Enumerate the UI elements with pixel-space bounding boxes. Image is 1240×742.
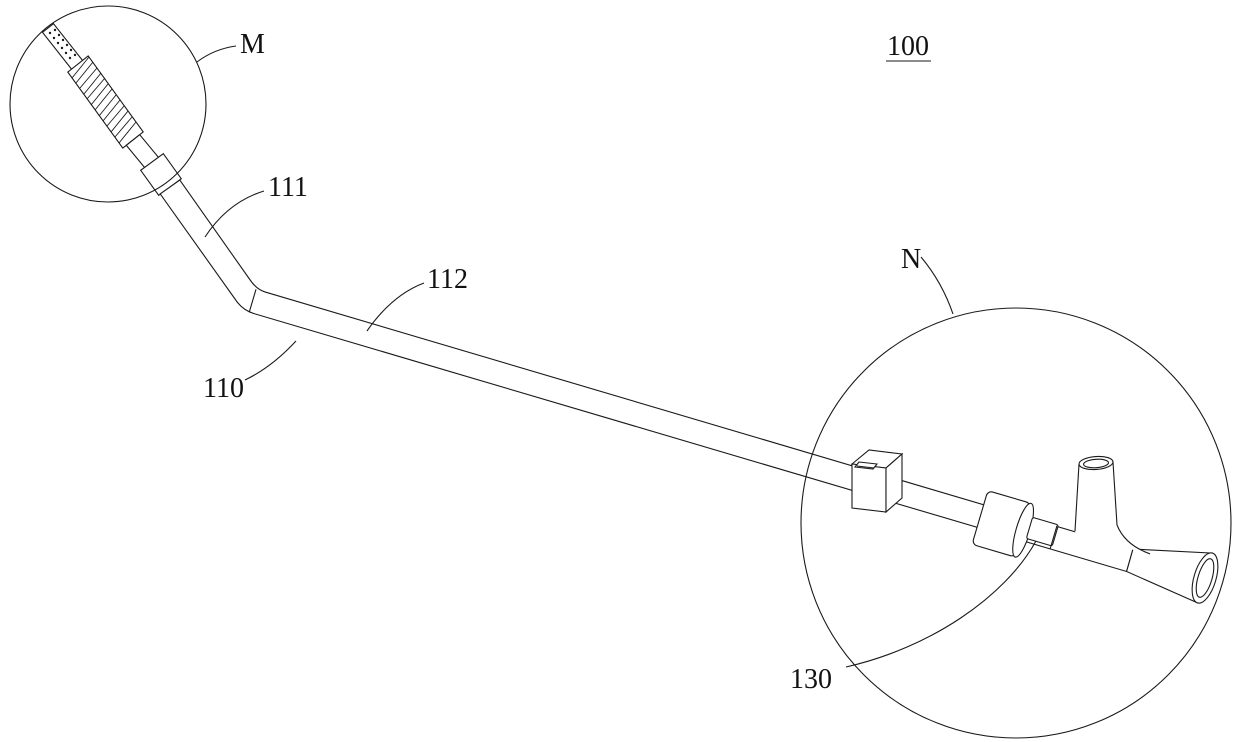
leader-line-110 bbox=[244, 340, 297, 381]
inner-tube-130 bbox=[1026, 517, 1059, 547]
side-port-body bbox=[1075, 462, 1150, 554]
side-port-opening-inner bbox=[1083, 458, 1110, 469]
tip-rod-dots bbox=[48, 28, 77, 60]
leader-line-m bbox=[196, 45, 237, 63]
figure-number: 100 bbox=[887, 31, 929, 62]
leader-line-130 bbox=[845, 540, 1037, 668]
tip-rod bbox=[41, 22, 85, 72]
label-part-111: 111 bbox=[268, 172, 308, 203]
tube-joint-line bbox=[1049, 525, 1058, 549]
side-port-branch-edge bbox=[1112, 461, 1151, 555]
clamp-slot-depth-line bbox=[856, 465, 875, 469]
clamp-box-side bbox=[885, 452, 903, 514]
grip-hatch-lines bbox=[71, 56, 137, 144]
label-part-110: 110 bbox=[203, 373, 244, 404]
grip-hatched bbox=[67, 55, 144, 149]
leader-line-n bbox=[920, 256, 954, 315]
label-part-112: 112 bbox=[427, 264, 468, 295]
collar bbox=[139, 152, 183, 197]
coupler-nut bbox=[972, 491, 1035, 558]
detail-circle-m bbox=[9, 5, 207, 203]
tube-bend-joint-line bbox=[248, 289, 257, 313]
clamp-box-front bbox=[851, 463, 887, 513]
label-part-130: 130 bbox=[790, 664, 832, 695]
flare-mouth-inner bbox=[1195, 558, 1215, 598]
clamp-box bbox=[850, 449, 904, 514]
leader-line-111 bbox=[204, 190, 265, 238]
label-detail-n: N bbox=[901, 244, 921, 275]
side-port-left-edge bbox=[1074, 463, 1080, 532]
flare-mouth bbox=[1191, 552, 1219, 604]
leader-line-112 bbox=[366, 282, 425, 332]
detail-circle-n bbox=[800, 307, 1232, 739]
tip-assembly bbox=[41, 22, 183, 197]
side-port bbox=[1074, 455, 1151, 555]
label-detail-m: M bbox=[240, 29, 265, 60]
